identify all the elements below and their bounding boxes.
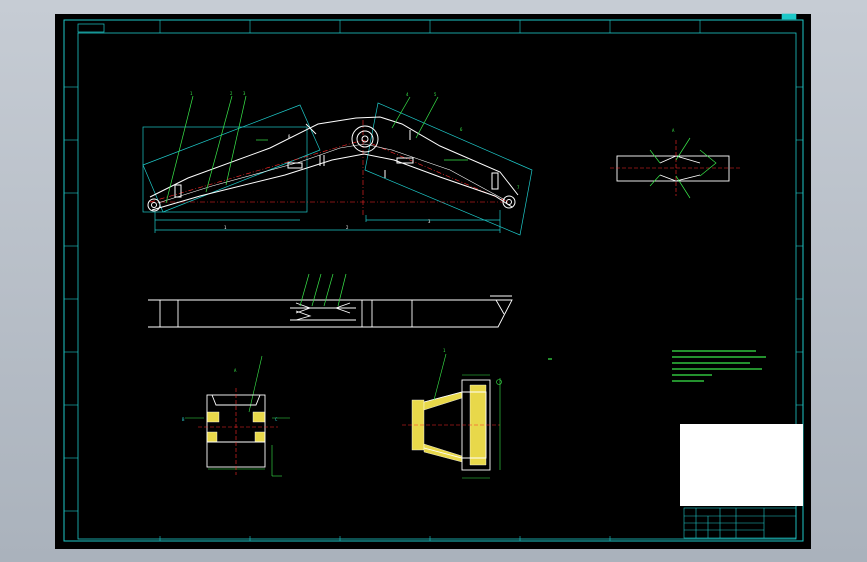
svg-text:6: 6 [460, 127, 463, 132]
hub-section: A B C [182, 355, 290, 477]
technical-notes [548, 350, 766, 382]
svg-text:2: 2 [346, 225, 349, 230]
svg-text:3: 3 [243, 91, 246, 96]
svg-text:3: 3 [428, 219, 431, 224]
boom-plan [148, 273, 513, 328]
svg-text:A: A [234, 368, 237, 373]
svg-text:7: 7 [517, 185, 520, 190]
svg-text:2: 2 [230, 91, 233, 96]
svg-text:8: 8 [288, 134, 291, 139]
boom-elevation: 1 2 3 4 5 6 7 1 2 3 8 [142, 91, 533, 236]
svg-text:B: B [182, 417, 185, 422]
svg-text:A: A [672, 128, 675, 133]
flange-section: 1 [402, 348, 502, 479]
joint-detail: A [610, 128, 740, 199]
svg-text:1: 1 [224, 225, 227, 230]
title-block-icon [680, 424, 803, 539]
svg-text:5: 5 [434, 92, 437, 97]
svg-text:1: 1 [190, 91, 193, 96]
svg-text:4: 4 [406, 92, 409, 97]
drawing-frame-icon [63, 13, 804, 542]
svg-text:C: C [275, 417, 278, 422]
svg-text:1: 1 [443, 348, 446, 353]
